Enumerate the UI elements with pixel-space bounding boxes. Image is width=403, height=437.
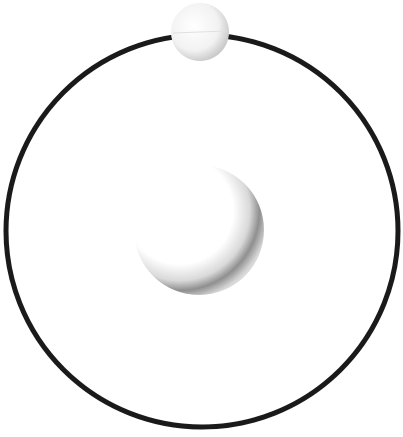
- central-sphere: [134, 165, 264, 295]
